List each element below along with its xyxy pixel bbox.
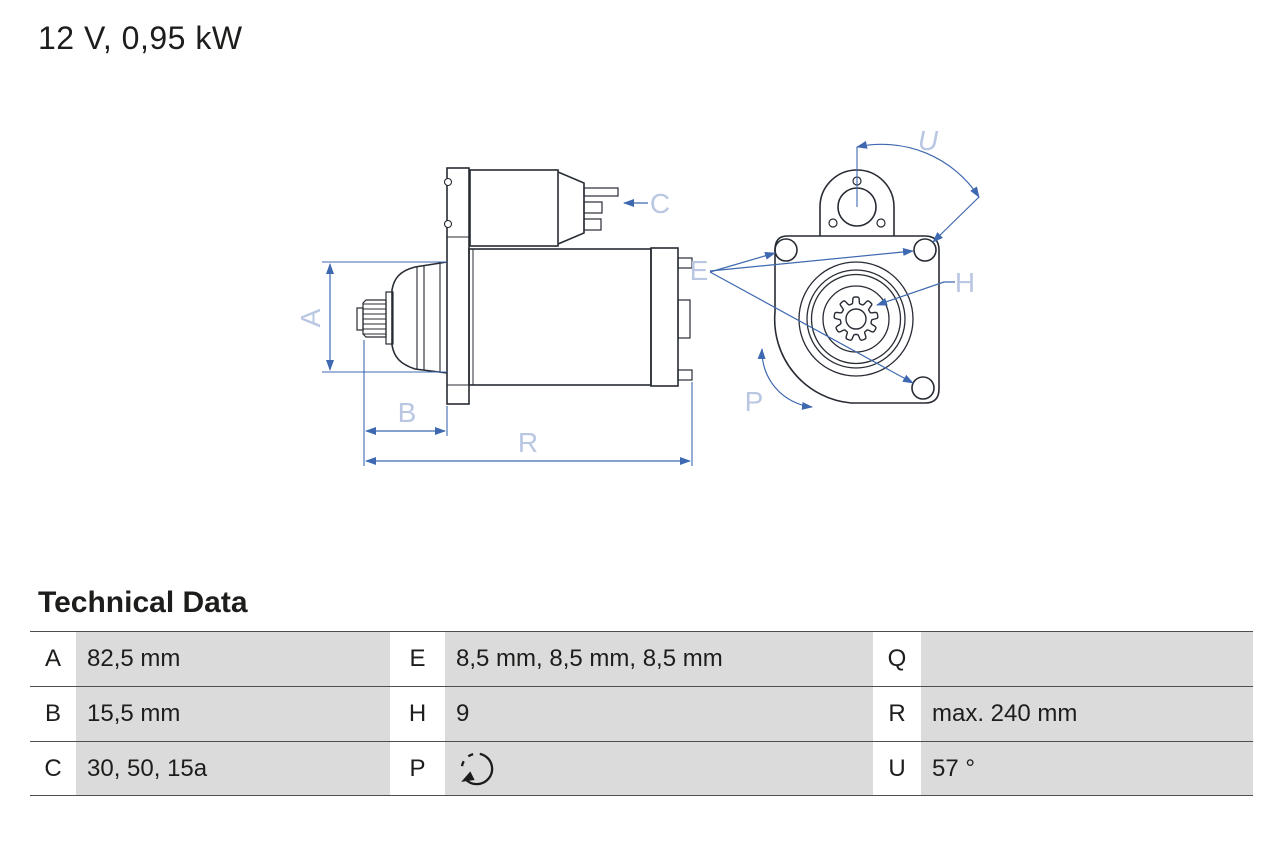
bearing-rings bbox=[798, 261, 914, 377]
bolt-hole-top-left bbox=[774, 238, 798, 262]
section-heading: Technical Data bbox=[38, 586, 248, 619]
table-value-P bbox=[445, 741, 873, 796]
dim-E-2 bbox=[709, 247, 914, 272]
pinion-gear-front bbox=[833, 296, 879, 341]
page-title: 12 V, 0,95 kW bbox=[38, 20, 243, 56]
table-value-E: 8,5 mm, 8,5 mm, 8,5 mm bbox=[445, 631, 873, 686]
table-key-P: P bbox=[390, 741, 445, 796]
pinion-gear-side bbox=[356, 291, 394, 345]
drive-housing bbox=[391, 261, 448, 374]
table-key-U: U bbox=[873, 741, 921, 796]
table-value-R: max. 240 mm bbox=[921, 686, 1253, 741]
technical-data-table: A 82,5 mm E 8,5 mm, 8,5 mm, 8,5 mm Q B 1… bbox=[30, 631, 1253, 796]
table-key-A: A bbox=[30, 631, 76, 686]
dim-H bbox=[876, 281, 955, 306]
bolt-hole-top-right bbox=[913, 238, 937, 262]
label-C: C bbox=[650, 188, 670, 219]
table-key-R: R bbox=[873, 686, 921, 741]
dimension-labels: A B R C E H U P bbox=[295, 125, 975, 458]
dim-P-arc bbox=[757, 348, 813, 410]
dim-E-3 bbox=[709, 271, 914, 384]
table-value-Q bbox=[921, 631, 1253, 686]
table-value-A: 82,5 mm bbox=[76, 631, 390, 686]
table-key-C: C bbox=[30, 741, 76, 796]
table-value-H: 9 bbox=[445, 686, 873, 741]
dimension-lines bbox=[322, 140, 980, 466]
starter-motor-drawing: A B R C E H U P bbox=[295, 125, 980, 466]
table-key-E: E bbox=[390, 631, 445, 686]
label-B: B bbox=[398, 397, 417, 428]
table-value-B: 15,5 mm bbox=[76, 686, 390, 741]
label-E: E bbox=[690, 255, 709, 286]
bolt-hole-bottom-right bbox=[911, 376, 935, 400]
dim-E-1 bbox=[709, 251, 776, 273]
label-P: P bbox=[745, 386, 764, 417]
label-A: A bbox=[295, 308, 326, 327]
motor-body bbox=[468, 248, 652, 386]
end-cap bbox=[650, 247, 693, 387]
table-key-H: H bbox=[390, 686, 445, 741]
label-H: H bbox=[955, 267, 975, 298]
dim-U-arc bbox=[856, 140, 980, 198]
table-key-B: B bbox=[30, 686, 76, 741]
label-U: U bbox=[918, 125, 939, 156]
mounting-plate bbox=[443, 167, 470, 405]
table-key-Q: Q bbox=[873, 631, 921, 686]
table-value-C: 30, 50, 15a bbox=[76, 741, 390, 796]
rotation-ccw-icon bbox=[460, 752, 494, 785]
solenoid bbox=[469, 169, 619, 247]
label-R: R bbox=[518, 427, 538, 458]
table-value-U: 57 ° bbox=[921, 741, 1253, 796]
dim-U-ray bbox=[932, 196, 980, 243]
side-view bbox=[356, 167, 693, 405]
